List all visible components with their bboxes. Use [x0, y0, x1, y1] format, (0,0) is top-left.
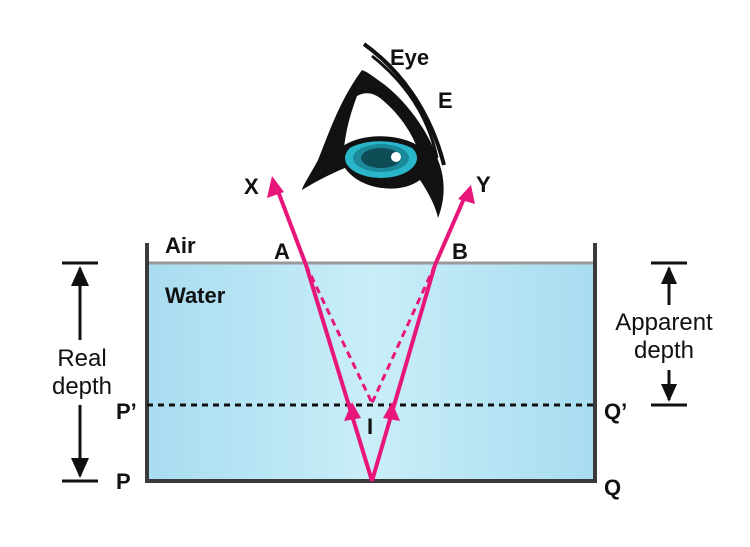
real-depth-arrowhead-down	[71, 458, 89, 478]
apparent-depth-label-2: depth	[634, 337, 694, 364]
image-point-label: I	[367, 414, 373, 439]
ray-left-arrowhead	[344, 402, 361, 421]
p-prime-label: P’	[116, 399, 137, 424]
ray-left-air-arrowhead	[267, 176, 284, 198]
real-depth-arrowhead-up	[71, 266, 89, 286]
water-body	[147, 263, 595, 481]
point-b-label: B	[452, 239, 468, 264]
eye-label: Eye	[390, 45, 429, 70]
ray-right-end-label: Y	[476, 172, 491, 197]
point-a-label: A	[274, 239, 290, 264]
ray-left-water	[304, 264, 374, 482]
apparent-depth-arrowhead-down	[661, 384, 677, 402]
air-label: Air	[165, 233, 196, 258]
eye-icon	[302, 42, 446, 218]
ray-right-arrowhead	[383, 402, 400, 421]
ray-right-air	[433, 193, 468, 266]
real-depth-label-1: Real	[57, 345, 106, 372]
p-label: P	[116, 469, 131, 494]
apparent-depth-label-1: Apparent	[615, 309, 713, 336]
virtual-ray-right	[370, 264, 437, 404]
real-depth-label-2: depth	[52, 373, 112, 400]
ray-left-air	[274, 185, 308, 266]
eye-point-label: E	[438, 88, 453, 113]
ray-right-air-arrowhead	[458, 185, 475, 204]
ray-right-water	[370, 264, 437, 482]
water-label: Water	[165, 283, 226, 308]
ray-left-end-label: X	[244, 174, 259, 199]
q-prime-label: Q’	[604, 399, 627, 424]
q-label: Q	[604, 475, 621, 500]
apparent-depth-arrowhead-up	[661, 266, 677, 284]
virtual-ray-left	[304, 264, 374, 404]
